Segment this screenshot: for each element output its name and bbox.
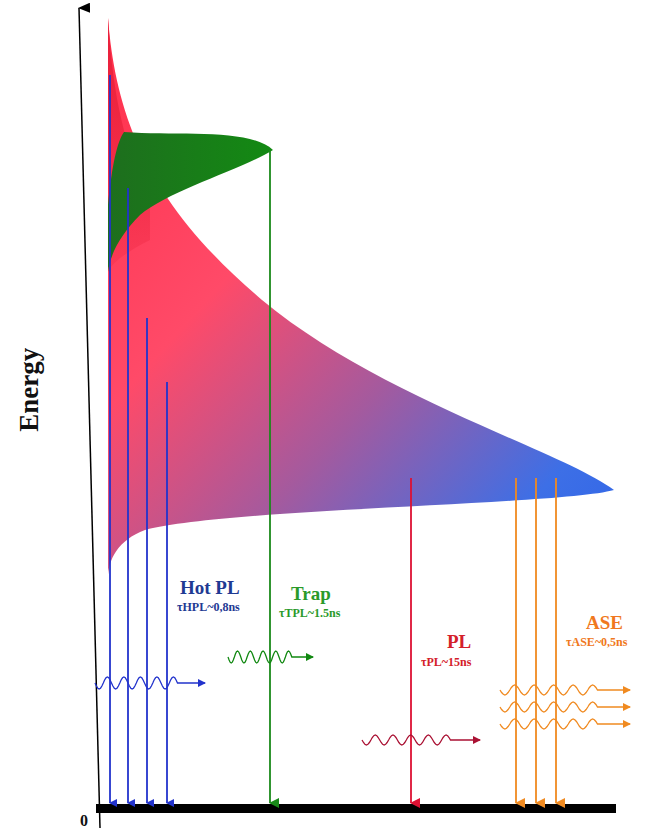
ase-arrows [516, 478, 556, 803]
photon-wave [228, 651, 313, 663]
process-name: Hot PL [180, 578, 240, 599]
trap-distribution [108, 132, 273, 272]
lifetime-value: τHPL~0,8ns [177, 601, 240, 614]
photon-wave [95, 677, 205, 689]
process-name: PL [447, 632, 471, 653]
photon-wave [500, 685, 630, 695]
photon-wave [500, 702, 630, 712]
ground-level [96, 804, 616, 813]
axis-zero: 0 [80, 812, 88, 830]
photon-wave [500, 719, 630, 729]
process-name: Trap [291, 584, 331, 605]
carrier-distribution [108, 18, 614, 578]
process-name: ASE [586, 613, 623, 634]
photon-wave [362, 735, 480, 745]
photon-waves [95, 651, 630, 745]
trap-arrow [269, 150, 271, 803]
lifetime-value: τPL~15ns [421, 656, 471, 669]
lifetime-value: τTPL~1.5ns [279, 607, 340, 620]
energy-axis [79, 8, 100, 828]
hot-pl-arrows [110, 75, 167, 803]
lifetime-value: τASE~0,5ns [566, 636, 627, 649]
axis-title: Energy [15, 348, 45, 432]
pl-arrow [410, 478, 412, 803]
